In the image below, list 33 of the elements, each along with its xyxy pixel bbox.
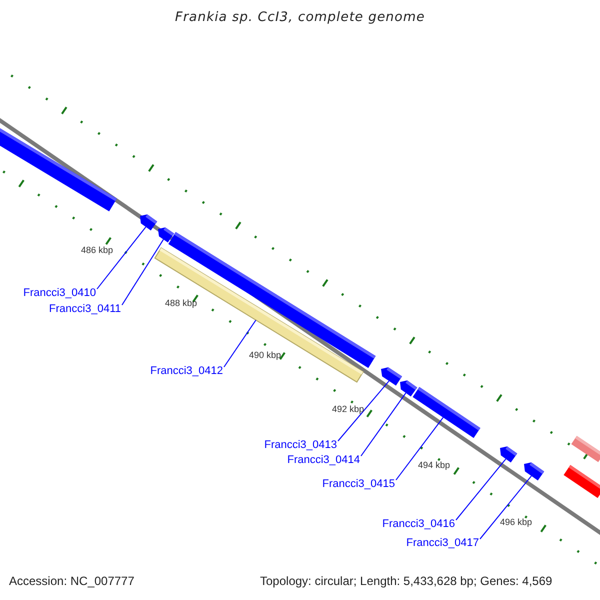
leader-line — [122, 238, 164, 306]
gene-feature — [381, 367, 402, 386]
title: Frankia sp. CcI3, complete genome — [174, 11, 426, 24]
leader-line — [224, 320, 256, 368]
gene-feature — [524, 462, 544, 480]
gene-name-label: Francci3_0417 — [406, 538, 479, 549]
gene-feature — [400, 380, 418, 396]
leader-line — [396, 416, 444, 480]
footer-text: Topology: circular; Length: 5,433,628 bp; Genes: 4,569 — [260, 575, 552, 587]
leader-line — [360, 392, 406, 456]
scale-label: 490 kbp — [249, 351, 282, 360]
gene-feature — [140, 214, 158, 230]
gene-name-label: Francci3_0412 — [150, 366, 223, 377]
gene-name-label: Francci3_0411 — [49, 304, 121, 315]
scale-label: 496 kbp — [500, 518, 532, 527]
leader-line — [96, 226, 146, 290]
scale-label: 492 kbp — [332, 405, 364, 414]
gene-name-label: Francci3_0414 — [287, 455, 360, 466]
gene-name-label: Francci3_0416 — [382, 519, 455, 530]
leader-line — [338, 380, 390, 442]
gene-feature — [500, 446, 518, 462]
gene-name-label: Francci3_0413 — [264, 440, 337, 451]
gene-feature — [571, 436, 600, 462]
scale-label: 486 kbp — [81, 246, 114, 255]
leader-line — [480, 475, 532, 540]
footer-text: Accession: NC_007777 — [9, 575, 134, 587]
gene-feature — [412, 387, 480, 438]
gene-name-label: Francci3_0415 — [322, 479, 395, 490]
leader-line — [456, 458, 506, 520]
gene-feature — [564, 465, 600, 498]
gene-name-label: Francci3_0410 — [23, 288, 96, 299]
scale-label: 488 kbp — [165, 299, 198, 308]
scale-label: 494 kbp — [418, 461, 450, 470]
